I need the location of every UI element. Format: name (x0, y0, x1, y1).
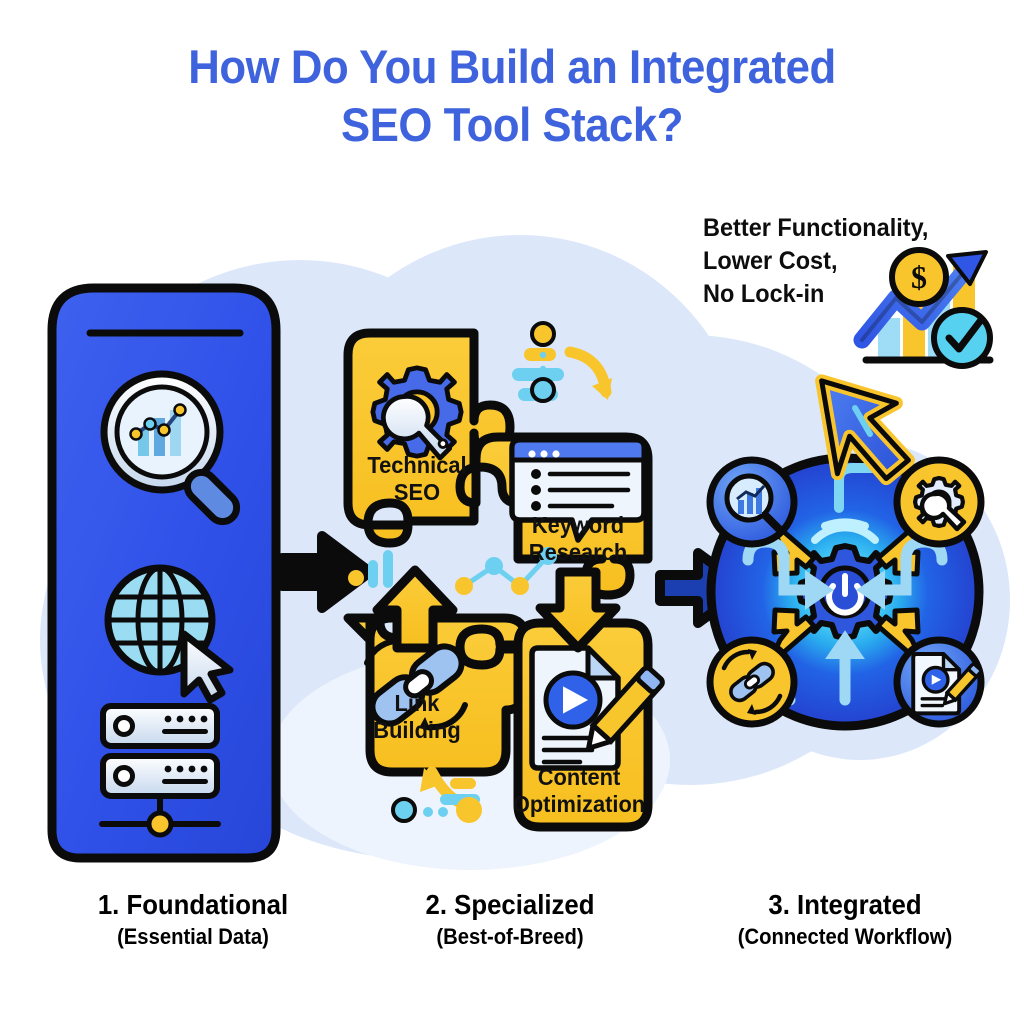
magnifier-chart-icon (724, 473, 783, 533)
caption-stage-2-sub: (Best-of-Breed) (436, 924, 584, 949)
connector-stage1-to-stage2 (277, 531, 375, 613)
caption-stage-1-title: 1. Foundational (97, 889, 289, 920)
page-title-line1: How Do You Build an Integrated (188, 40, 836, 93)
hub-satellite-content[interactable] (893, 636, 985, 728)
decor-bottom-left (391, 766, 482, 823)
svg-text:$: $ (911, 259, 927, 295)
caption-stage-3-title: 3. Integrated (768, 889, 922, 920)
growth-arrow-chart-icon: $ (815, 247, 994, 486)
decor-node-graph (455, 547, 557, 595)
benefits-line3: No Lock-in (703, 280, 825, 308)
globe-cursor-icon (104, 564, 234, 704)
hub-satellite-links[interactable] (706, 636, 798, 728)
page-title: How Do You Build an Integrated SEO Tool … (36, 38, 988, 154)
caption-stage-2-title: 2. Specialized (425, 889, 595, 920)
caption-stage-3: 3. Integrated (Connected Workflow) (680, 888, 1010, 952)
benefits-callout: Better Functionality, Lower Cost, No Loc… (703, 212, 985, 311)
caption-stage-3-sub: (Connected Workflow) (737, 924, 953, 949)
browser-list-bubble-icon (509, 437, 647, 543)
document-play-pencil-icon (529, 645, 665, 771)
arrow-keyword-to-content (535, 567, 621, 653)
card-content-optimization[interactable] (455, 618, 665, 832)
decor-top-middle (512, 321, 612, 403)
stage3-integrated-hub[interactable] (706, 453, 985, 731)
benefits-line1: Better Functionality, (703, 214, 929, 242)
magnifier-chart-icon (100, 370, 241, 526)
benefits-line2: Lower Cost, (703, 247, 838, 275)
caption-stage-2: 2. Specialized (Best-of-Breed) (360, 888, 660, 952)
hub-satellite-technical[interactable] (893, 456, 985, 548)
hub-satellite-analytics[interactable] (706, 456, 798, 548)
decor-mid-bars (348, 550, 393, 588)
gear-power-wifi-icon (796, 463, 894, 641)
card-keyword-research[interactable] (455, 432, 653, 600)
page-title-line2: SEO Tool Stack? (341, 98, 683, 151)
arrow-link-to-technical (372, 565, 458, 653)
dollar-coin-icon (889, 247, 949, 307)
server-stack-icon (99, 703, 221, 838)
cursor-arrow-icon (815, 374, 915, 486)
check-circle-icon (931, 307, 993, 369)
caption-stage-1: 1. Foundational (Essential Data) (28, 888, 358, 952)
caption-stage-1-sub: (Essential Data) (117, 924, 269, 949)
